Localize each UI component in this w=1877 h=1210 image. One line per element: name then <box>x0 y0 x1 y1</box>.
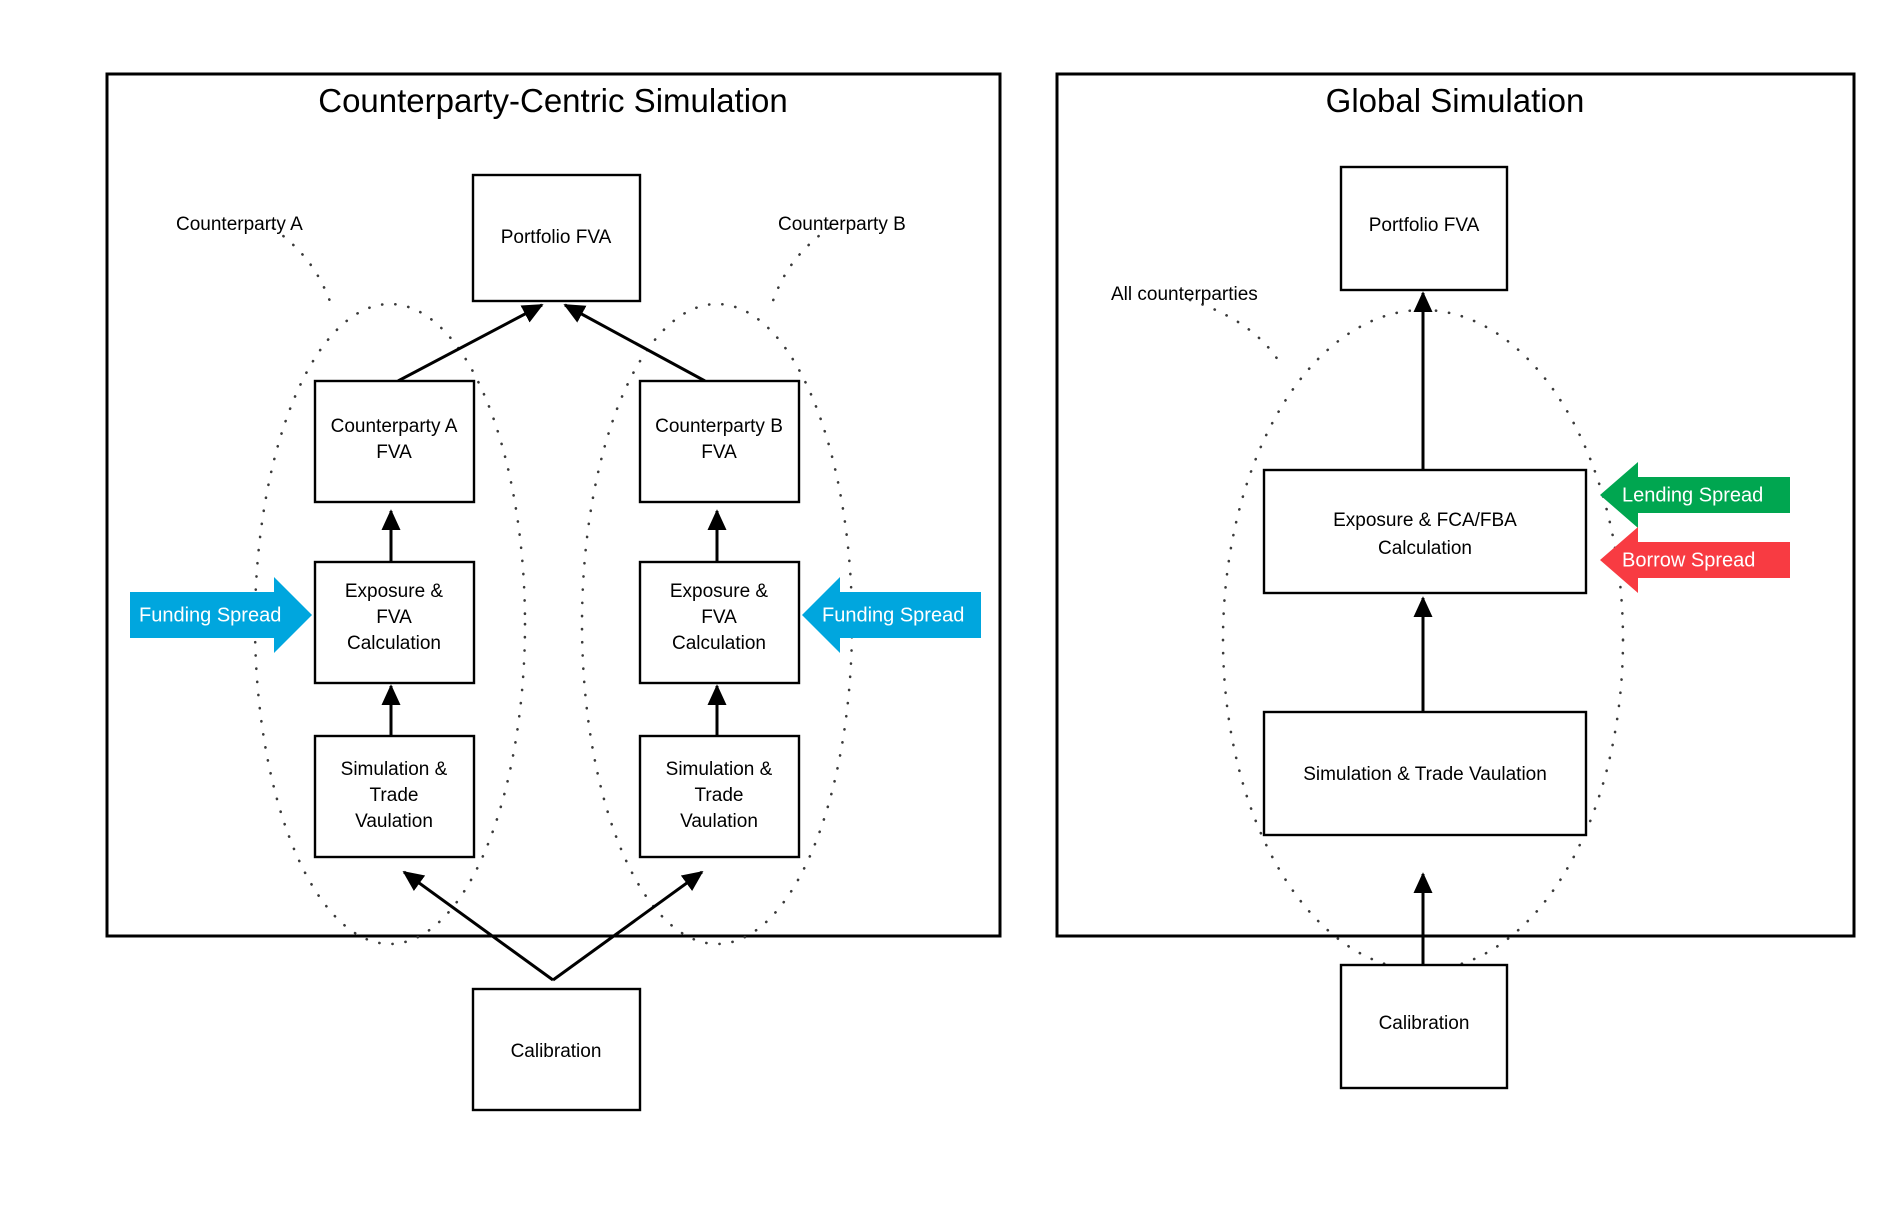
node-counterparty-a-fva[interactable] <box>313 379 476 504</box>
node-sim-trade-a[interactable] <box>313 734 476 859</box>
node-exposure-fva-b[interactable] <box>638 560 801 685</box>
node-calibration-global[interactable] <box>1339 963 1509 1090</box>
node-sim-trade-global[interactable] <box>1262 710 1588 837</box>
node-sim-trade-global-label: Simulation & Trade Vaulation <box>1303 764 1547 785</box>
borrow-spread-shape <box>1600 527 1790 593</box>
annotation-all-counterparties: All counterparties <box>1111 284 1258 305</box>
node-exposure-fva-a[interactable] <box>313 560 476 685</box>
spread-arrow-funding-right[interactable]: Funding Spread <box>802 577 981 653</box>
panel-title-counterparty-centric: Counterparty-Centric Simulation <box>318 82 788 119</box>
edge-cpty-a-fva-to-portfolio <box>397 303 544 383</box>
node-calibration-left-label: Calibration <box>511 1041 602 1062</box>
node-portfolio-fva-global[interactable] <box>1339 165 1509 292</box>
spread-arrow-borrow[interactable]: Borrow Spread <box>1600 527 1790 593</box>
lending-spread-label: Lending Spread <box>1622 484 1763 506</box>
borrow-spread-label: Borrow Spread <box>1622 549 1755 571</box>
node-calibration-global-label: Calibration <box>1379 1013 1470 1034</box>
edge-cpty-b-fva-to-portfolio <box>563 303 706 383</box>
funding-spread-right-label: Funding Spread <box>822 604 964 626</box>
funding-spread-right-shape <box>802 577 981 653</box>
lending-spread-shape <box>1600 462 1790 528</box>
annotation-counterparty-b: Counterparty B <box>778 214 906 235</box>
spread-arrow-lending[interactable]: Lending Spread <box>1600 462 1790 528</box>
node-portfolio-fva-global-label: Portfolio FVA <box>1369 215 1480 236</box>
node-portfolio-fva[interactable] <box>471 173 642 303</box>
edge-calibration-to-sim-a <box>402 870 554 982</box>
node-counterparty-b-fva[interactable] <box>638 379 801 504</box>
counterparty-a-group-ellipse <box>253 302 527 946</box>
node-portfolio-fva-label: Portfolio FVA <box>501 227 612 248</box>
funding-spread-left-label: Funding Spread <box>139 604 281 626</box>
panel-title-global-simulation: Global Simulation <box>1326 82 1585 119</box>
node-sim-trade-b[interactable] <box>638 734 801 859</box>
spread-arrow-funding-left[interactable]: Funding Spread <box>130 577 312 653</box>
funding-spread-left-shape <box>130 577 312 653</box>
edge-calibration-to-sim-b <box>552 870 704 982</box>
annotation-counterparty-a: Counterparty A <box>176 214 303 235</box>
node-exposure-fca-fba[interactable] <box>1262 468 1588 595</box>
node-calibration-left[interactable] <box>471 987 642 1112</box>
